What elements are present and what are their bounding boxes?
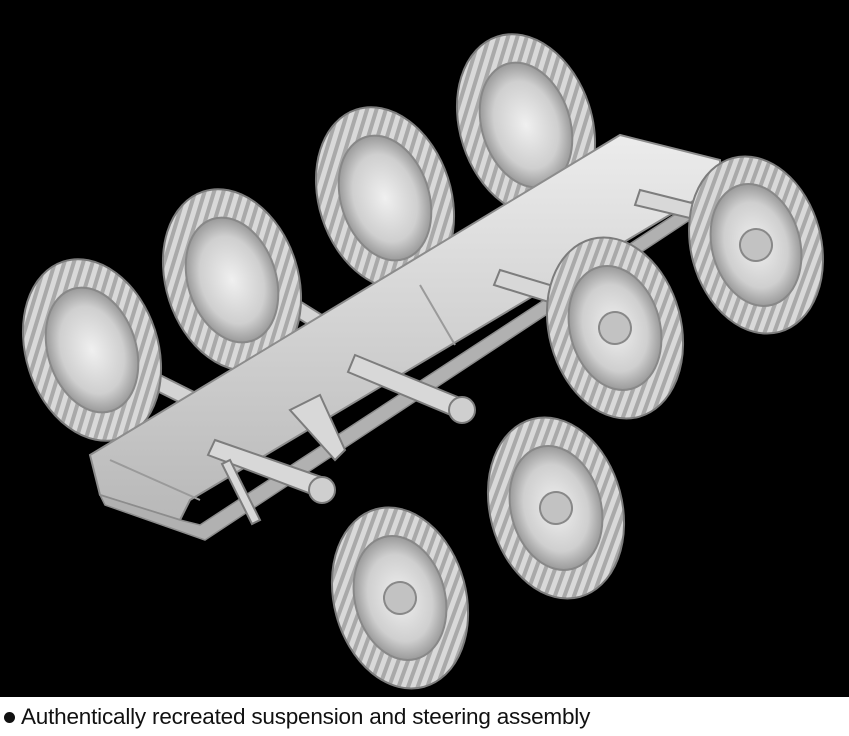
wheel bbox=[330, 506, 470, 690]
model-render-area bbox=[0, 0, 849, 697]
caption-text: Authentically recreated suspension and s… bbox=[21, 704, 591, 729]
wheel bbox=[314, 106, 456, 290]
wheel bbox=[545, 236, 685, 420]
front-suspension-arms bbox=[206, 188, 727, 526]
wheel bbox=[688, 155, 824, 335]
wheel bbox=[486, 416, 626, 600]
detached-wheels bbox=[330, 416, 626, 690]
near-wheels bbox=[545, 155, 824, 420]
caption: Authentically recreated suspension and s… bbox=[4, 703, 590, 731]
bullet-dot-icon bbox=[4, 711, 15, 723]
